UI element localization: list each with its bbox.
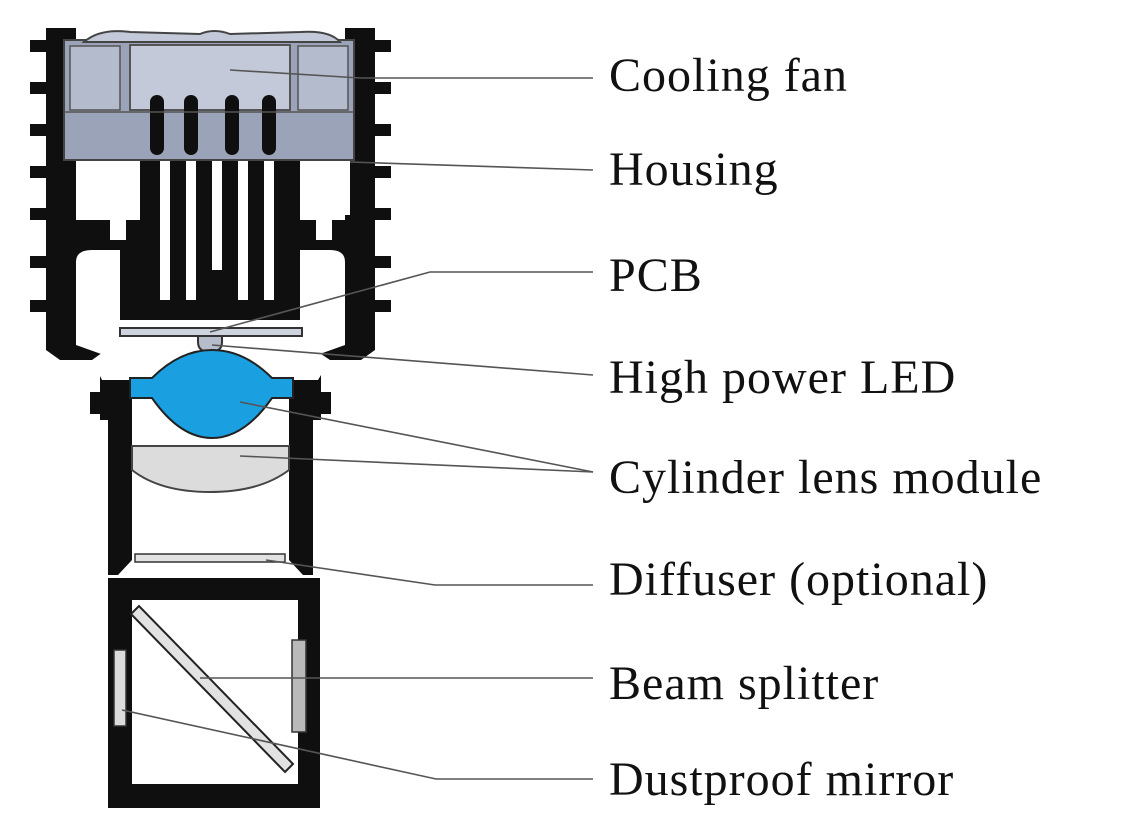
- leader-line-diffuser: [265, 559, 593, 586]
- leader-line-cylinder-lens-a: [239, 401, 594, 473]
- label-diffuser: Diffuser (optional): [609, 553, 989, 606]
- leader-line-cylinder-lens-b: [239, 455, 594, 473]
- label-housing: Housing: [609, 143, 779, 196]
- label-dustproof-mirror: Dustproof mirror: [609, 753, 955, 806]
- cylinder-lens-part: [131, 445, 290, 494]
- leader-line-pcb: [209, 271, 593, 333]
- right-window-part: [291, 639, 307, 733]
- label-cooling-fan: Cooling fan: [609, 49, 848, 102]
- leader-line-high-power-led: [211, 344, 594, 376]
- beam-splitter-part: [129, 604, 295, 774]
- leader-lines: [121, 69, 594, 780]
- cooling-fan-part: [63, 30, 355, 161]
- leader-line-dustproof-mirror: [121, 709, 593, 780]
- label-beam-splitter: Beam splitter: [609, 657, 880, 710]
- dustproof-mirror-part: [113, 649, 127, 727]
- leader-line-housing: [349, 161, 594, 171]
- led-lens-part: [129, 348, 294, 440]
- leader-line-cooling-fan: [229, 69, 593, 79]
- label-cylinder-lens-module: Cylinder lens module: [609, 451, 1043, 504]
- label-pcb: PCB: [609, 249, 703, 302]
- diffuser-part: [134, 553, 286, 563]
- label-high-power-led: High power LED: [609, 351, 957, 404]
